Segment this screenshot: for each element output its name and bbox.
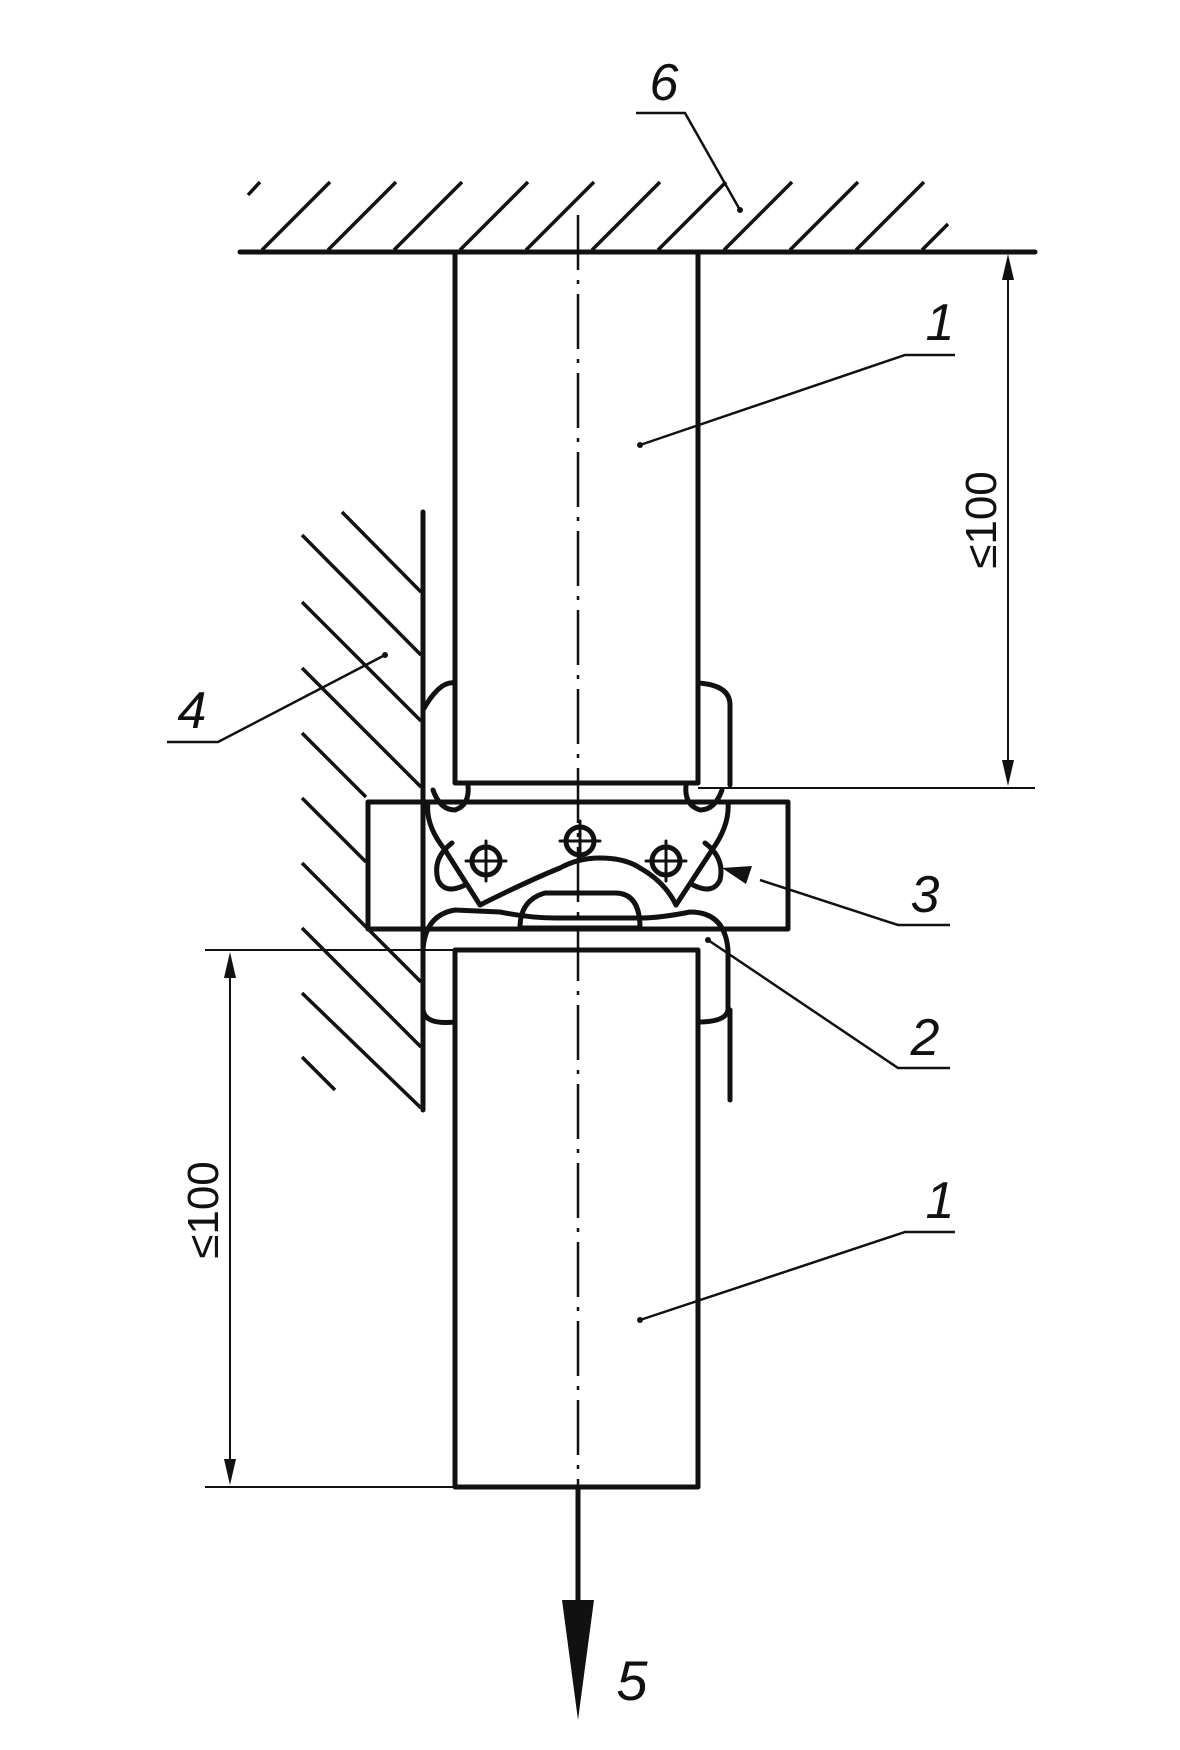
label-specimen-bottom: 1	[926, 1172, 955, 1230]
label-clamp: 3	[911, 866, 940, 924]
specimen-top	[452, 251, 701, 786]
side-support-hatching	[300, 510, 423, 1110]
label-sleeve: 2	[910, 1009, 940, 1067]
dimension-bottom: ≤100	[179, 949, 455, 1488]
load-arrow	[562, 1484, 594, 1720]
pivot-right	[644, 839, 688, 883]
side-support	[300, 509, 426, 1113]
callout-2: 2	[705, 937, 950, 1070]
label-ceiling: 6	[650, 54, 679, 112]
callout-3: 3	[722, 866, 950, 927]
ceiling-support	[237, 180, 1038, 255]
dimension-top: ≤100	[698, 251, 1035, 789]
specimen-bottom	[452, 947, 701, 1490]
clamp	[365, 680, 791, 1103]
callout-4: 4	[167, 652, 388, 744]
callout-6: 6	[636, 54, 743, 213]
label-specimen-top: 1	[926, 294, 955, 352]
dimension-bottom-label: ≤100	[179, 1161, 228, 1259]
label-support: 4	[178, 682, 207, 740]
pivot-center	[558, 819, 602, 863]
callout-1-top: 1	[637, 294, 955, 448]
dimension-top-label: ≤100	[957, 471, 1006, 569]
callout-1-bottom: 1	[637, 1172, 955, 1323]
label-load: 5	[616, 1649, 648, 1712]
ceiling-hatching	[246, 180, 950, 252]
pivot-left	[464, 839, 508, 883]
